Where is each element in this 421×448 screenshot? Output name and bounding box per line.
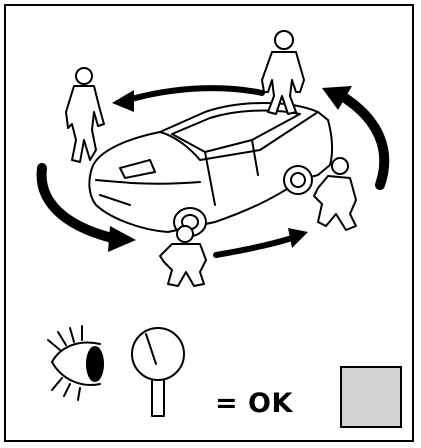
- eye-icon: [48, 326, 103, 400]
- mechanic-worker-icon: [66, 68, 104, 162]
- mechanic-worker-icon: [262, 31, 304, 114]
- circular-arrow-icon: [216, 228, 308, 255]
- magnifying-glass-icon: [132, 328, 184, 416]
- sedan-car-icon: [89, 103, 332, 236]
- mechanic-worker-icon: [160, 226, 206, 286]
- result-ok-label: = OK: [215, 388, 293, 419]
- result-checkbox[interactable]: [340, 366, 402, 428]
